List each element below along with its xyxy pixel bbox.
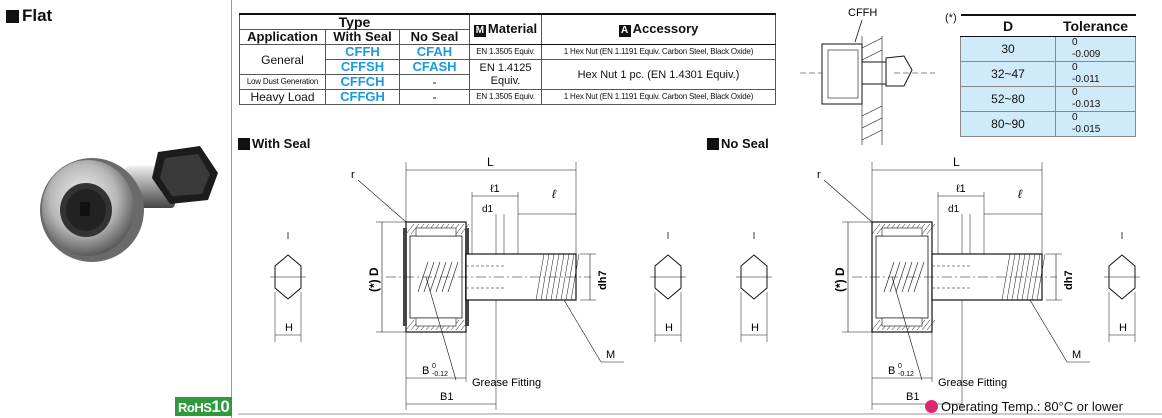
table-row: General CFFH CFAH EN 1.3505 Equiv. 1 Hex… bbox=[239, 44, 776, 75]
head-with-seal: With Seal bbox=[325, 29, 400, 45]
cam-follower-photo bbox=[40, 146, 218, 262]
grease-fitting-label: Grease Fitting bbox=[938, 377, 1007, 389]
cell-with-seal: CFFCH bbox=[325, 74, 400, 90]
dim-h-label: H bbox=[665, 322, 673, 334]
table-row: Heavy Load CFFGH - EN 1.3505 Equiv. 1 He… bbox=[239, 89, 776, 105]
dim-dh7-label: dh7 bbox=[1063, 270, 1075, 290]
dim-l-small-label: ℓ bbox=[1018, 187, 1023, 201]
cell-no-seal: CFASH bbox=[399, 59, 470, 75]
dim-l-label: L bbox=[487, 155, 494, 169]
cell-no-seal: - bbox=[399, 89, 470, 105]
head-no-seal: No Seal bbox=[399, 29, 470, 45]
cell-with-seal: CFFGH bbox=[325, 89, 400, 105]
cell-with-seal: CFFSH bbox=[325, 59, 400, 75]
needle-top bbox=[415, 227, 457, 237]
dim-D-label: (*) D bbox=[367, 267, 381, 292]
needle-top bbox=[881, 227, 923, 237]
cell-accessory: Hex Nut 1 pc. (EN 1.4301 Equiv.) bbox=[541, 59, 776, 90]
head-d: D bbox=[960, 14, 1056, 37]
cell-accessory: 1 Hex Nut (EN 1.1191 Equiv. Carbon Steel… bbox=[541, 89, 776, 105]
cell-material: EN 1.3505 Equiv. bbox=[469, 44, 542, 60]
pin-icon bbox=[925, 400, 938, 413]
dim-m-label: M bbox=[1072, 349, 1081, 361]
dim-dh7-label: dh7 bbox=[597, 270, 609, 290]
head-type: Type bbox=[239, 13, 470, 30]
hex-left-view bbox=[274, 254, 302, 300]
hex-right-view bbox=[1108, 254, 1136, 300]
rohs-badge: RoHS10 bbox=[175, 397, 233, 416]
hex-left-view bbox=[740, 254, 768, 300]
no-seal-title: No Seal bbox=[707, 136, 769, 151]
grease-fitting-label: Grease Fitting bbox=[472, 377, 541, 389]
dim-h-label: H bbox=[1119, 322, 1127, 334]
dim-D-label: (*) D bbox=[833, 267, 847, 292]
dim-b-tol-lower: -0.12 bbox=[898, 371, 914, 378]
cell-application: Low Dust Generation bbox=[239, 74, 326, 90]
dim-d1-label: d1 bbox=[482, 204, 494, 215]
dim-b-tol-upper: 0 bbox=[898, 363, 902, 370]
cell-application: General bbox=[239, 44, 326, 75]
dim-b-label: B bbox=[888, 365, 895, 377]
cell-no-seal: - bbox=[399, 74, 470, 90]
cell-with-seal: CFFH bbox=[325, 44, 400, 60]
square-bullet-icon bbox=[6, 9, 19, 23]
dim-b1-label: B1 bbox=[906, 391, 919, 403]
dim-h-label: H bbox=[751, 322, 759, 334]
with-seal-title: With Seal bbox=[238, 136, 310, 151]
dim-b-tol-upper: 0 bbox=[432, 363, 436, 370]
category-panel: Flat RoHS10 bbox=[0, 0, 233, 418]
dim-b-tol-lower: -0.12 bbox=[432, 371, 448, 378]
material-icon: M bbox=[473, 25, 486, 37]
install-diagram: CFFH bbox=[800, 7, 935, 145]
dim-m-label: M bbox=[606, 349, 615, 361]
star-note: (*) bbox=[945, 12, 957, 24]
dim-b1-label: B1 bbox=[440, 391, 453, 403]
cell-application: Heavy Load bbox=[239, 89, 326, 105]
install-label: CFFH bbox=[848, 7, 877, 19]
operating-temp-note: Operating Temp.: 80°C or lower bbox=[925, 399, 1123, 414]
dim-l1-label: ℓ1 bbox=[956, 183, 966, 195]
dim-d1-label: d1 bbox=[948, 204, 960, 215]
dim-h-label: H bbox=[285, 322, 293, 334]
dim-l-label: L bbox=[953, 155, 960, 169]
head-tolerance: Tolerance bbox=[1055, 14, 1136, 37]
cell-accessory: 1 Hex Nut (EN 1.1191 Equiv. Carbon Steel… bbox=[541, 44, 776, 60]
dim-l1-label: ℓ1 bbox=[490, 183, 500, 195]
category-title: Flat bbox=[6, 6, 52, 26]
needle-bottom bbox=[415, 317, 457, 327]
hex-right-view bbox=[654, 254, 682, 300]
dim-r-label: r bbox=[817, 169, 821, 181]
cell-no-seal: CFAH bbox=[399, 44, 470, 60]
dim-b-label: B bbox=[422, 365, 429, 377]
cell-material: EN 1.3505 Equiv. bbox=[469, 89, 542, 105]
dim-l-small-label: ℓ bbox=[552, 187, 557, 201]
needle-bottom bbox=[881, 317, 923, 327]
cell-material: EN 1.4125 Equiv. bbox=[469, 59, 542, 90]
accessory-icon: A bbox=[618, 25, 631, 37]
head-application: Application bbox=[239, 29, 326, 45]
dim-r-label: r bbox=[351, 169, 355, 181]
